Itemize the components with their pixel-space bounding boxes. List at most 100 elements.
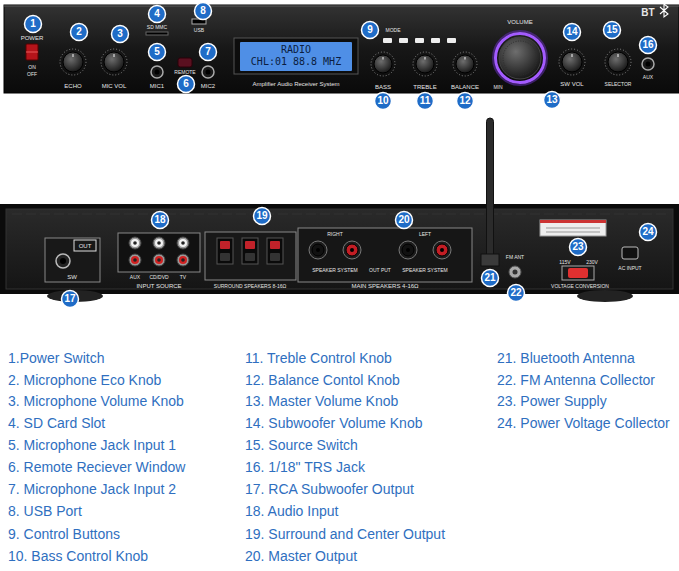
panel-label: SW VOL (560, 81, 583, 87)
volume-ring (496, 34, 545, 83)
jack-hole (157, 258, 161, 262)
callout-circle (544, 92, 561, 109)
callout-number: 23 (572, 242, 583, 252)
jack-hole (181, 258, 185, 262)
callout-number: 14 (566, 27, 577, 37)
callout-number: 3 (117, 29, 123, 39)
binding-post (402, 244, 414, 256)
warning-sticker (540, 220, 606, 236)
main-speaker-box (298, 228, 472, 282)
panel-label: USB (194, 28, 204, 33)
part-list-item: 7. Microphone Jack Input 2 (8, 482, 176, 496)
callout-circle (71, 24, 88, 41)
control-button (447, 38, 456, 43)
control-knob (605, 49, 631, 75)
knob-body (63, 52, 83, 72)
rear-panel-frame (0, 204, 679, 294)
jack-hole (646, 62, 651, 67)
terminal-black (245, 253, 255, 261)
part-list-item: 20. Master Output (245, 549, 357, 563)
panel-label: 115V (559, 260, 570, 265)
jack-hole (60, 258, 66, 264)
panel-label: SW (67, 274, 77, 280)
binding-post (312, 244, 324, 256)
panel-label: SURROUND SPEAKERS 8-16Ω (214, 284, 286, 289)
jack-hole (181, 241, 185, 245)
panel-label: OUT (79, 243, 92, 249)
knob-body (416, 55, 434, 73)
callout-circle (62, 291, 79, 308)
jack-hole (157, 241, 161, 245)
display-text: CHL:01 88.8 MHZ (246, 56, 346, 69)
control-knob (453, 52, 477, 76)
panel-label: REMOTE (174, 70, 195, 75)
lcd-display: RADIOCHL:01 88.8 MHZ (240, 42, 352, 71)
knob-body (104, 52, 124, 72)
callout-circle (604, 22, 621, 39)
callout-number: 22 (510, 288, 521, 298)
callout-number: 6 (183, 79, 189, 89)
callout-number: 9 (367, 25, 373, 35)
knob-scale (453, 52, 477, 76)
callout-number: 16 (642, 40, 653, 50)
panel-label: MIC1 (150, 83, 164, 89)
panel-label: MAIN SPEAKERS 4-16Ω (351, 283, 418, 289)
part-list-item: 17. RCA Subwoofer Output (245, 482, 414, 496)
post-hole (350, 248, 354, 252)
knob-pointer (382, 57, 383, 60)
part-list-item: 21. Bluetooth Antenna (497, 351, 635, 365)
callout-circle (457, 93, 474, 110)
rear-panel (6, 209, 673, 289)
rca-input-box (118, 233, 200, 272)
panel-label: MODE (386, 28, 401, 33)
callout-circle (508, 285, 525, 302)
rca-jack (153, 254, 165, 266)
part-list-item: 8. USB Port (8, 504, 82, 518)
terminal-red (270, 241, 280, 249)
callout-circle (482, 270, 499, 287)
knob-pointer (617, 54, 618, 57)
panel-label: ON (28, 65, 36, 70)
panel-label: AUX (643, 75, 653, 80)
binding-post-nut (309, 241, 327, 259)
panel-label: VOLTAGE CONVERSION (551, 284, 609, 289)
panel-label: 230V (586, 260, 598, 265)
binding-post (436, 244, 448, 256)
terminal-black (270, 253, 280, 261)
callout-circle (396, 212, 413, 229)
panel-label: MIC VOL (102, 83, 127, 89)
sd-slot (146, 32, 168, 35)
jack-hole (155, 70, 160, 75)
sub-out-jack (56, 254, 70, 268)
knob-scale (371, 52, 395, 76)
rca-jack (129, 254, 141, 266)
audio-jack (151, 66, 163, 78)
knob-scale (413, 52, 437, 76)
callout-circle (417, 93, 434, 110)
callout-circle (570, 239, 587, 256)
panel-label: SPEAKER SYSTEM (402, 268, 448, 273)
remote-window (178, 58, 192, 67)
fm-connector (509, 266, 521, 278)
rca-jack (153, 237, 165, 249)
part-list-item: 19. Surround and Center Output (245, 527, 445, 541)
part-list-item: 3. Microphone Volume Knob (8, 394, 184, 408)
part-list-item: 9. Control Buttons (8, 527, 120, 541)
callout-circle (640, 37, 657, 54)
power-switch-rocker (26, 52, 38, 53)
callout-number: 19 (256, 211, 267, 221)
panel-label: POWER (21, 35, 44, 41)
control-knob (559, 49, 585, 75)
ac-input-socket (622, 247, 638, 259)
warning-stripe (540, 220, 606, 223)
part-list-item: 15. Source Switch (245, 438, 358, 452)
panel-label: BALANCE (451, 84, 479, 90)
panel-label: TREBLE (413, 84, 436, 90)
control-button (415, 38, 424, 43)
audio-jack (202, 66, 214, 78)
sticker-line (546, 228, 600, 229)
volume-knurl (503, 41, 537, 75)
binding-post-nut (399, 241, 417, 259)
callout-circle (195, 3, 212, 20)
